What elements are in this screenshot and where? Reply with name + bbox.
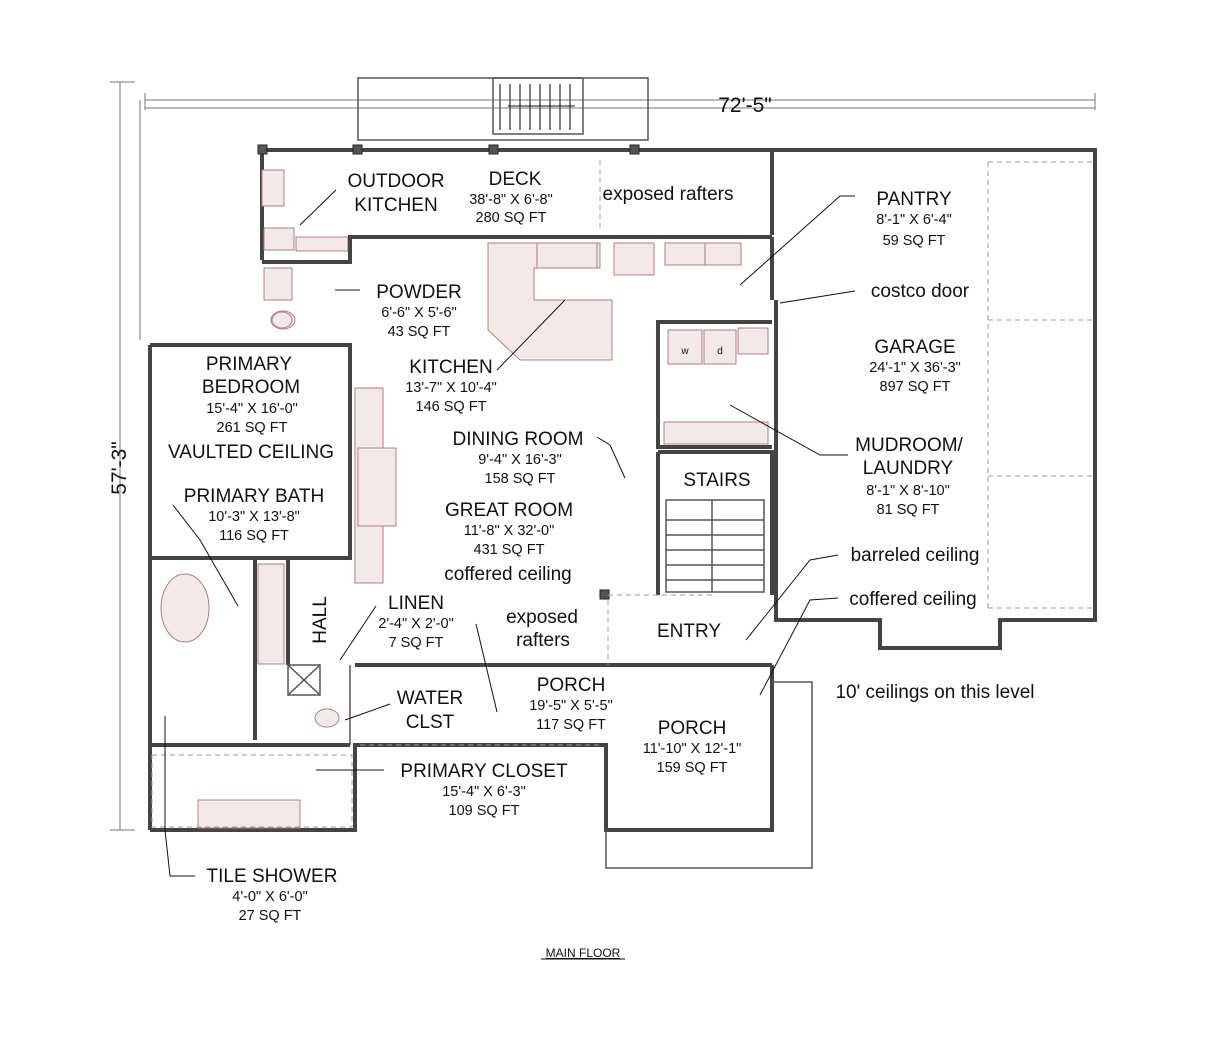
leader-arrows: [164, 189, 856, 877]
great-room-area: 431 SQ FT: [474, 542, 545, 558]
primary-bedroom-line2: BEDROOM: [202, 377, 300, 398]
dining-room-name: DINING ROOM: [453, 429, 584, 450]
deck-area: 280 SQ FT: [476, 210, 547, 226]
pantry-name: PANTRY: [876, 189, 952, 210]
mudroom-line1: MUDROOM/: [855, 435, 963, 456]
porch-front-size: 11'-10" X 12'-1": [643, 741, 742, 757]
primary-bath-area: 116 SQ FT: [219, 528, 289, 544]
kitchen-counters: [487, 242, 742, 361]
outdoor-kitchen-line1: OUTDOOR: [347, 171, 444, 192]
dimension-lines: [110, 81, 1096, 831]
costco-door-note: costco door: [871, 281, 970, 302]
tile-shower-size: 4'-0" X 6'-0": [232, 889, 307, 905]
porch-rafters-line2: rafters: [516, 630, 570, 651]
outdoor-kitchen-fixtures: [261, 169, 349, 330]
deck-size: 38'-8" X 6'-8": [469, 192, 553, 208]
pantry-size: 8'-1" X 6'-4": [876, 212, 951, 228]
primary-bedroom-size: 15'-4" X 16'-0": [206, 401, 298, 417]
mudroom-size: 8'-1" X 8'-10": [866, 483, 950, 499]
great-room-note: coffered ceiling: [444, 564, 571, 585]
porch-back-size: 19'-5" X 5'-5": [529, 698, 613, 714]
primary-bedroom-line1: PRIMARY: [206, 354, 293, 375]
porch-back-name: PORCH: [537, 675, 606, 696]
garage-area: 897 SQ FT: [880, 379, 951, 395]
deck-stair-landing: [357, 77, 649, 141]
powder-name: POWDER: [376, 282, 462, 303]
deck-rafters-note: exposed rafters: [603, 184, 734, 205]
tile-shower-name: TILE SHOWER: [207, 866, 338, 887]
garage-name: GARAGE: [874, 337, 955, 358]
primary-bath-name: PRIMARY BATH: [184, 486, 324, 507]
porch-front-area: 159 SQ FT: [657, 760, 728, 776]
water-closet-line2: CLST: [406, 712, 455, 733]
kitchen-area: 146 SQ FT: [416, 399, 487, 415]
great-room-size: 11'-8" X 32'-0": [464, 523, 555, 539]
barreled-ceiling-note: barreled ceiling: [851, 545, 980, 566]
linen-area: 7 SQ FT: [389, 635, 444, 651]
coffered-ceiling-note: coffered ceiling: [849, 589, 976, 610]
plan-title: MAIN FLOOR: [546, 946, 621, 960]
stairs-name: STAIRS: [683, 470, 750, 491]
mudroom-stairs-walls: [656, 320, 774, 595]
mudroom-line2: LAUNDRY: [863, 458, 954, 479]
dining-room-size: 9'-4" X 16'-3": [478, 452, 562, 468]
room-labels: DECK 38'-8" X 6'-8" 280 SQ FT exposed ra…: [168, 169, 1035, 960]
garage-size: 24'-1" X 36'-3": [869, 360, 961, 376]
hall-name: HALL: [310, 596, 331, 644]
porch-columns: [360, 589, 813, 869]
porch-rafters-line1: exposed: [506, 607, 578, 628]
linen-name: LINEN: [388, 593, 444, 614]
outdoor-kitchen-line2: KITCHEN: [354, 195, 437, 216]
entry-name: ENTRY: [657, 621, 721, 642]
kitchen-size: 13'-7" X 10'-4": [405, 380, 497, 396]
overall-width-label: 72'-5": [718, 94, 772, 117]
porch-back-area: 117 SQ FT: [536, 717, 606, 733]
primary-bedroom-note: VAULTED CEILING: [168, 442, 334, 463]
great-room-name: GREAT ROOM: [445, 500, 573, 521]
overall-depth-label: 57'-3": [108, 441, 131, 495]
powder-size: 6'-6" X 5'-6": [381, 305, 456, 321]
dryer-label: d: [717, 346, 723, 357]
mudroom-area: 81 SQ FT: [877, 502, 940, 518]
kitchen-name: KITCHEN: [409, 357, 492, 378]
primary-closet-area: 109 SQ FT: [449, 803, 520, 819]
ceiling-height-note: 10' ceilings on this level: [835, 682, 1034, 703]
water-closet-line1: WATER: [397, 688, 464, 709]
garage-outline: [772, 148, 1097, 650]
deck-outline: [257, 144, 774, 260]
porch-front-name: PORCH: [658, 718, 727, 739]
washer-label: w: [680, 346, 689, 357]
pantry-area: 59 SQ FT: [883, 233, 946, 249]
dining-room-area: 158 SQ FT: [485, 471, 556, 487]
primary-closet-name: PRIMARY CLOSET: [400, 761, 568, 782]
linen-size: 2'-4" X 2'-0": [378, 616, 453, 632]
primary-closet-size: 15'-4" X 6'-3": [442, 784, 526, 800]
primary-suite-walls: [150, 311, 397, 829]
primary-bath-size: 10'-3" X 13'-8": [208, 509, 300, 525]
primary-bedroom-area: 261 SQ FT: [217, 420, 288, 436]
deck-name: DECK: [489, 169, 542, 190]
main-house-walls: [148, 235, 774, 832]
tile-shower-area: 27 SQ FT: [239, 908, 302, 924]
powder-area: 43 SQ FT: [388, 324, 451, 340]
